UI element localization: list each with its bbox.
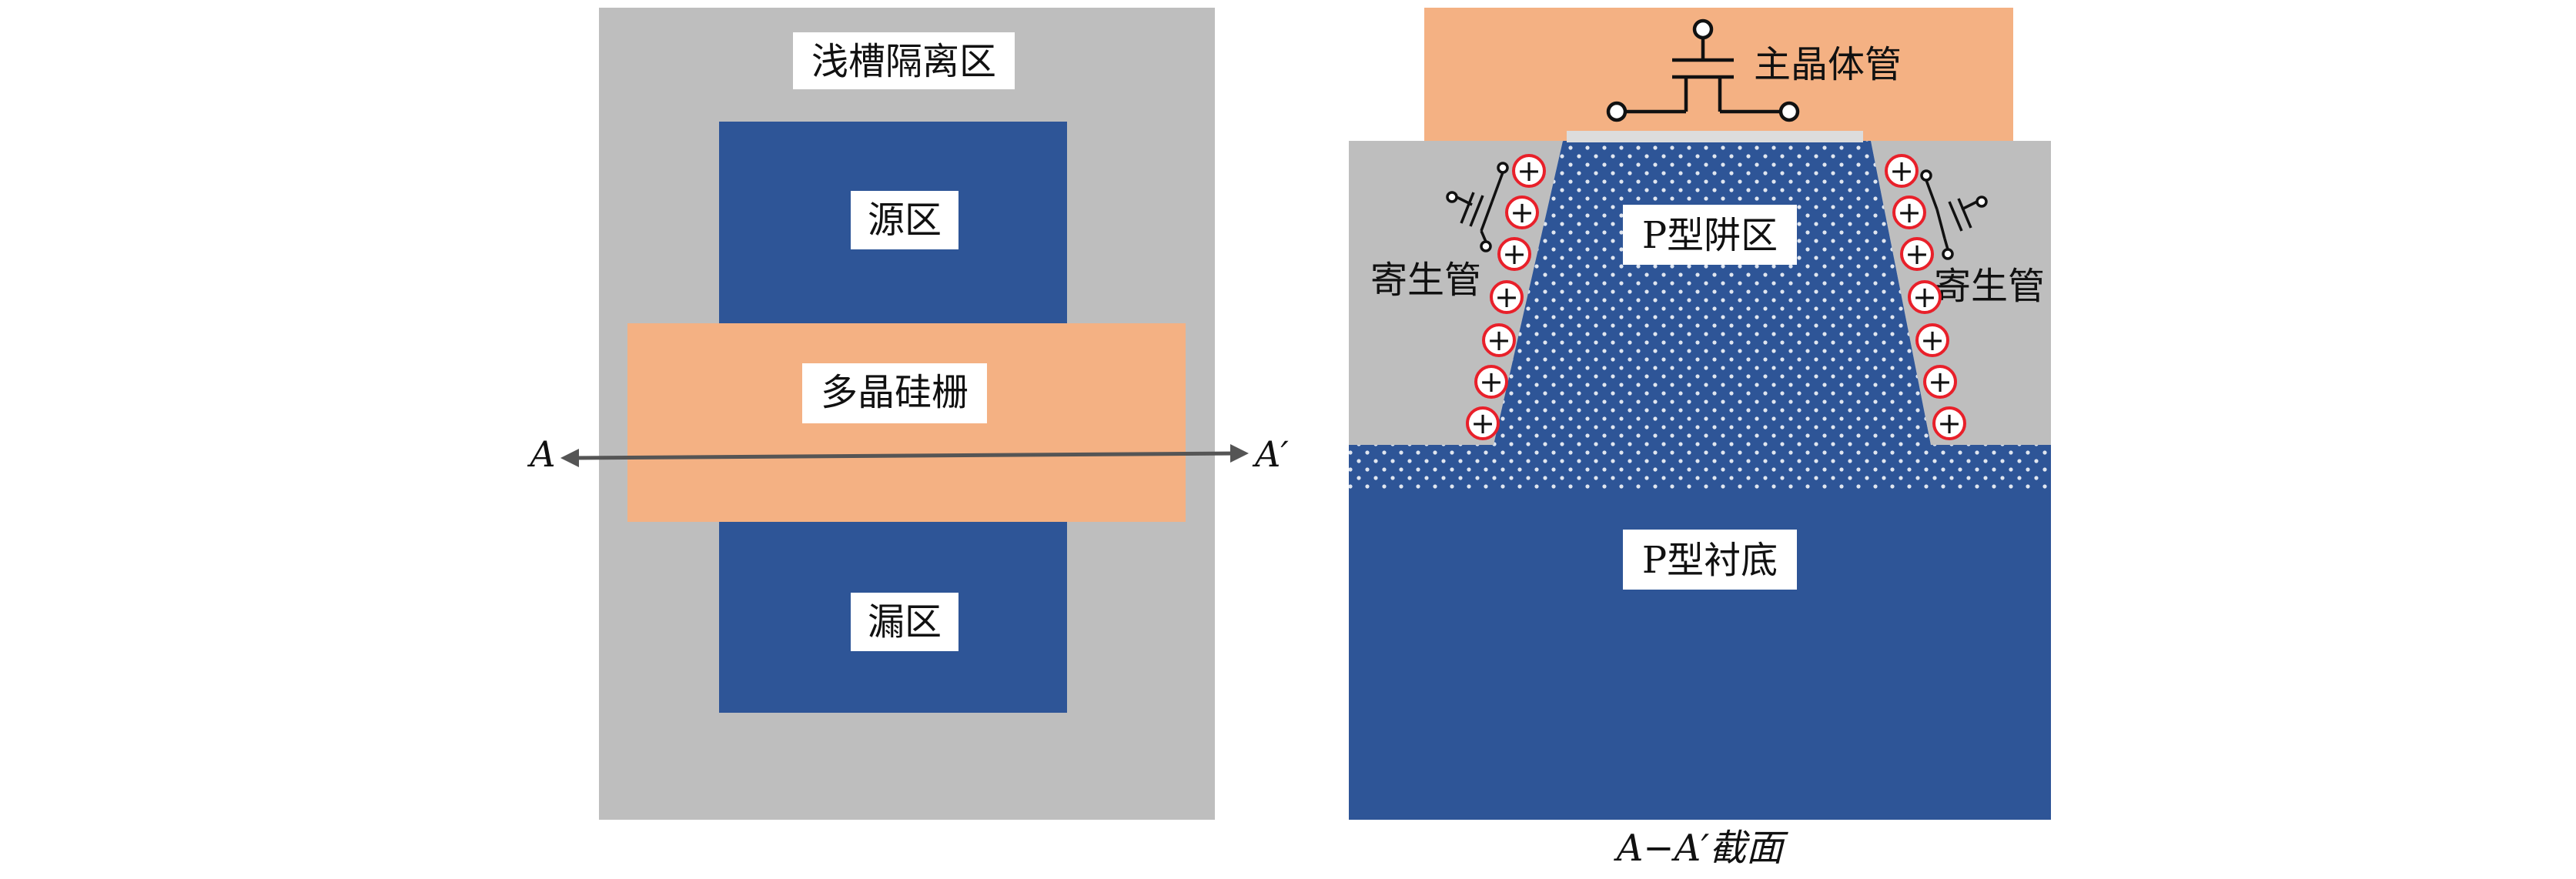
charge-circle-left [1474, 365, 1508, 399]
source-label: 源区 [868, 199, 942, 242]
charge-symbol-left: + [1470, 406, 1495, 440]
gate-label-box [802, 363, 987, 423]
gate-oxide [1567, 131, 1863, 142]
sti-label: 浅槽隔离区 [811, 40, 996, 83]
transistor-symbol-parasitic-left [1446, 162, 1509, 252]
parasitic-right-label: 寄生管 [1934, 265, 2045, 308]
cut-arrow-left [560, 449, 579, 467]
cut-arrow-right [1230, 444, 1249, 463]
charge-symbol-right: + [1905, 237, 1929, 271]
substrate-label-box [1623, 530, 1797, 590]
charge-symbol-right: + [1937, 406, 1962, 440]
charge-symbol-left: + [1510, 196, 1534, 229]
cut-label-left: A [527, 433, 555, 475]
p-well-dots [1494, 141, 1931, 445]
charge-symbol-left: + [1487, 323, 1511, 357]
charge-symbol-right: + [1897, 196, 1922, 229]
cut-label-right: A′ [1252, 433, 1289, 475]
charge-circle-left [1497, 237, 1531, 271]
parasitic-left-label: 寄生管 [1370, 259, 1481, 302]
charge-symbol-left: + [1494, 280, 1519, 314]
charge-symbol-left: + [1517, 154, 1541, 188]
charge-symbol-right: + [1912, 280, 1937, 314]
section-caption: A−A′截面 [1614, 827, 1788, 870]
charge-group: + + + + + + + + + + + + + + [1466, 154, 1966, 440]
substrate-label: P型衬底 [1642, 539, 1778, 582]
transistor-symbol-parasitic-right [1920, 169, 1988, 260]
charge-circle-right [1923, 365, 1957, 399]
charge-symbol-left: + [1479, 365, 1504, 399]
p-substrate [1349, 445, 2051, 820]
charge-circle-left [1512, 154, 1546, 188]
charge-circle-right [1900, 237, 1934, 271]
gate-region [1424, 8, 2013, 141]
main-transistor-label: 主晶体管 [1754, 43, 1902, 86]
charge-symbol-right: + [1920, 323, 1945, 357]
charge-symbol-left: + [1502, 237, 1527, 271]
gate-label: 多晶硅栅 [821, 371, 969, 414]
charge-circle-left [1482, 323, 1516, 357]
cut-line [570, 451, 1239, 460]
charge-symbol-right: + [1889, 154, 1914, 188]
charge-circle-right [1932, 406, 1966, 440]
drain-label: 漏区 [868, 600, 942, 643]
sti-label-box [793, 32, 1015, 89]
source-label-box [851, 191, 958, 249]
charge-circle-left [1505, 196, 1539, 229]
cross-section: P型阱区 P型衬底 主晶体管 寄生 [1349, 8, 2051, 870]
charge-circle-right [1908, 280, 1942, 314]
doping-band-dots [1349, 445, 2051, 491]
pwell-label-box [1623, 205, 1797, 265]
charge-circle-right [1915, 323, 1949, 357]
charge-symbol-right: + [1928, 365, 1952, 399]
pwell-label: P型阱区 [1642, 214, 1778, 257]
top-view: 浅槽隔离区 源区 漏区 多晶硅栅 A A′ [527, 8, 1289, 820]
charge-circle-left [1490, 280, 1524, 314]
transistor-symbol-main [1606, 18, 1800, 122]
charge-circle-right [1892, 196, 1926, 229]
charge-circle-left [1466, 406, 1500, 440]
drain-label-box [851, 593, 958, 651]
charge-circle-right [1885, 154, 1919, 188]
